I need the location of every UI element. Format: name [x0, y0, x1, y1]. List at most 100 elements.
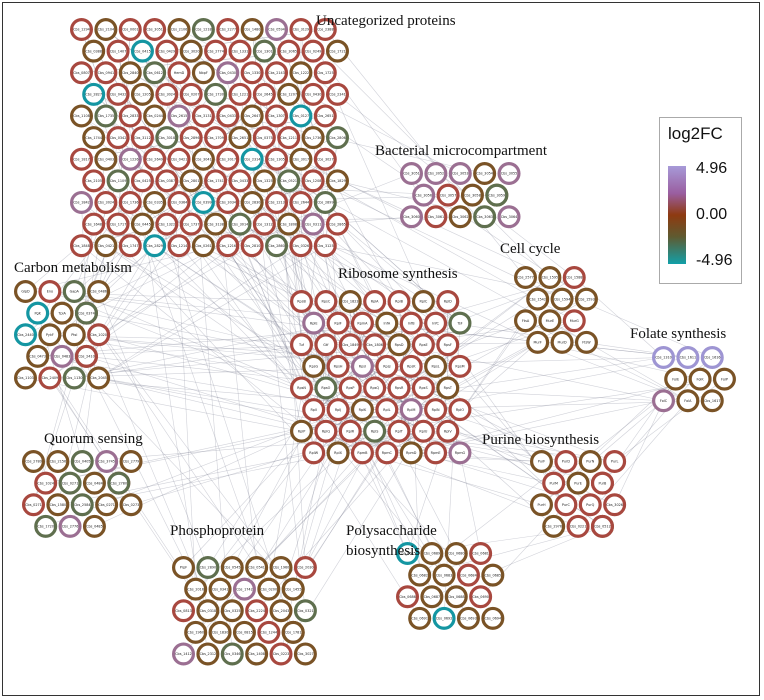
protein-node-label: Cbs_3138 [207, 222, 224, 226]
node-ribo: RplM [399, 398, 423, 422]
node-phospho: Cbs_0541 [245, 555, 269, 579]
protein-node-label: Cbs_2833 [122, 114, 139, 118]
node-uncat: Cbs_0311 [301, 212, 325, 236]
protein-node-label: Cbs_1829 [329, 179, 346, 183]
node-ribo: RplD [436, 290, 460, 314]
protein-node [70, 450, 94, 474]
protein-node [411, 376, 435, 400]
protein-node [143, 190, 167, 214]
protein-node [70, 493, 94, 517]
protein-node [204, 82, 228, 106]
interaction-edge [74, 322, 461, 379]
protein-node-label: RplX [334, 451, 342, 455]
node-uncat: Cbs_1221 [228, 82, 252, 106]
protein-node [485, 183, 509, 207]
protein-node-label: Cbs_2105 [85, 179, 102, 183]
node-purine: PurQ [578, 493, 602, 517]
node-purine: PurH [529, 493, 553, 517]
protein-node-label: FolK [697, 377, 705, 381]
node-ribo: RplL [375, 398, 399, 422]
protein-node [289, 18, 313, 41]
protein-node [281, 620, 305, 644]
node-uncat: Cbs_1222 [289, 61, 313, 85]
node-ribo: RplI [302, 398, 326, 422]
protein-node [245, 599, 269, 623]
protein-node-label: Cbs_0430 [305, 93, 322, 97]
protein-node [240, 190, 264, 214]
node-uncat: Cbs_0244 [143, 104, 167, 128]
protein-node-label: Cbs_0486 [90, 290, 107, 294]
protein-node-label: RpsI [359, 365, 366, 369]
node-uncat: Cbs_1109 [106, 169, 130, 193]
node-uncat: Cbs_1721 [325, 39, 349, 63]
protein-node-label: PtsI [71, 333, 77, 337]
protein-node [22, 493, 45, 517]
node-ribo: RpmD [399, 441, 423, 465]
node-poly: Cbs_0684 [456, 563, 480, 587]
protein-node-label: FtsW [582, 341, 591, 345]
protein-node-label: Cbs_1648 [85, 222, 102, 226]
protein-node-label: Cbs_1130 [66, 376, 83, 380]
protein-node [289, 234, 313, 258]
node-uncat: Cbs_1226 [118, 147, 142, 171]
node-ribo: RplE [302, 311, 326, 335]
protein-node-label: Cbs_2312 [200, 652, 217, 656]
protein-node [94, 234, 118, 258]
node-folate: FolK [688, 367, 712, 391]
protein-node [228, 126, 252, 150]
protein-node-label: Cbs_3064 [501, 215, 518, 219]
protein-node [651, 346, 675, 370]
node-ribo: RplW [302, 441, 326, 465]
protein-node-label: MurD [558, 341, 567, 345]
node-cell: MurG [562, 309, 586, 333]
protein-node-label: Cbs_2104 [98, 28, 115, 32]
protein-node [688, 367, 712, 391]
node-quorum: Cbs_2780 [22, 450, 45, 474]
protein-node-label: Cbs_2976 [545, 525, 562, 529]
protein-node-label: Cbs_1960 [273, 566, 290, 570]
node-phospho: Cbs_0321 [293, 599, 317, 623]
node-folate: FolE [664, 367, 688, 391]
protein-node [58, 514, 82, 538]
node-bmc: Cbs_3052 [424, 162, 448, 186]
protein-node [38, 366, 62, 390]
protein-node-label: Cbs_2806 [329, 136, 346, 140]
protein-node [497, 162, 521, 186]
protein-node-label: RplV [444, 429, 452, 433]
node-phospho: Cbs_1412 [172, 642, 196, 666]
protein-node-label: Cbs_1730 [207, 93, 224, 97]
protein-node-label: Tuf [298, 343, 305, 347]
protein-node-label: Cbs_1842 [73, 201, 90, 205]
node-uncat: Cbs_2104 [94, 18, 118, 41]
protein-node-label: Cbs_2840 [122, 71, 139, 75]
protein-node [400, 205, 424, 229]
node-uncat: Cbs_3024 [94, 190, 118, 214]
protein-node [265, 234, 289, 258]
protein-node-label: Cbs_2645 [256, 93, 273, 97]
protein-node-label: Cbs_3051 [146, 28, 163, 32]
protein-node-label: Cbs_3061 [428, 215, 445, 219]
node-uncat: NbpF [191, 61, 215, 85]
protein-node [375, 311, 399, 335]
protein-node-label: Cbs_1218 [195, 28, 212, 32]
protein-node-label: Cbs_2577 [517, 276, 534, 280]
protein-node [119, 493, 143, 517]
node-quorum: Cbs_0484 [82, 471, 106, 495]
interaction-edge [431, 526, 603, 598]
protein-node [179, 82, 203, 106]
log2fc-legend: log2FC 4.96 0.00 -4.96 [659, 117, 742, 284]
protein-node-label: Cbs_0271 [25, 503, 42, 507]
protein-node [106, 126, 130, 150]
protein-node-label: Cbs_0545 [224, 566, 241, 570]
node-uncat: Cbs_1735 [94, 104, 118, 128]
node-ribo: RpsF [436, 333, 460, 357]
protein-node [566, 514, 590, 538]
protein-node [293, 555, 317, 579]
node-ribo: Cbs_1849 [338, 333, 362, 357]
protein-node-label: Cbs_0321 [297, 609, 314, 613]
node-uncat: Cbs_0421 [167, 147, 191, 171]
protein-node [289, 190, 313, 214]
node-uncat: Cbs_1817 [69, 147, 93, 171]
node-uncat: Cbs_1737 [179, 212, 203, 236]
protein-node [562, 266, 586, 290]
